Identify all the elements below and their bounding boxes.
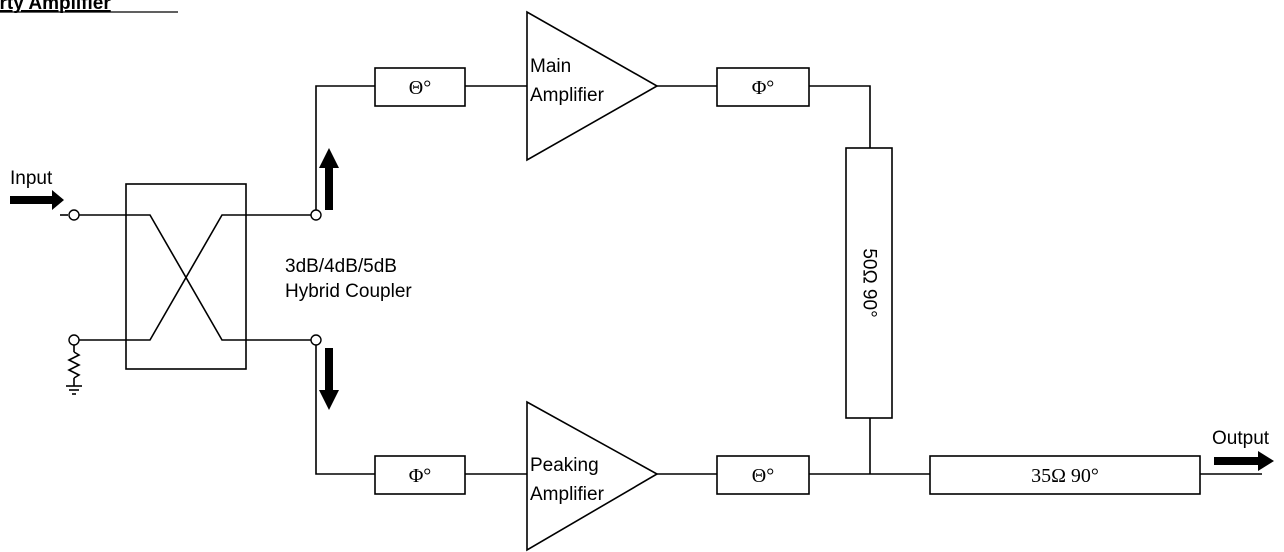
- output-arrow-icon: [1214, 451, 1274, 471]
- input-arrow-icon: [10, 190, 64, 210]
- input-port-terminal: [68, 209, 80, 221]
- coupler-output-bottom-terminal: [310, 334, 322, 346]
- up-arrow-icon: [319, 148, 339, 210]
- coupler-label-line1: 3dB/4dB/5dB: [285, 256, 397, 277]
- top-branch-wire: [315, 85, 375, 210]
- theta-block-top: [374, 67, 466, 107]
- main-amplifier-triangle: [526, 10, 659, 162]
- diagram-title: Doherty Amplifier: [0, 0, 111, 14]
- coupler-label-line2: Hybrid Coupler: [285, 281, 412, 302]
- wire-to-impedance-line: [809, 85, 871, 148]
- isolated-port-terminal: [68, 334, 80, 346]
- phi-block-bottom-label: Φ°: [409, 465, 432, 487]
- coupler-cross-line-b: [126, 214, 246, 341]
- theta-block-top-label: Θ°: [409, 77, 431, 99]
- peaking-amplifier-label-1: Peaking: [530, 455, 599, 476]
- main-amplifier-label-2: Amplifier: [530, 85, 605, 106]
- tline-35ohm-box: [929, 455, 1201, 495]
- tline-35ohm-label: 35Ω 90°: [1031, 465, 1099, 487]
- theta-block-bottom: [716, 455, 810, 495]
- down-arrow-icon: [319, 348, 339, 410]
- phi-block-bottom: [374, 455, 466, 495]
- theta-block-bottom-label: Θ°: [752, 465, 774, 487]
- peaking-amplifier-label-2: Amplifier: [530, 484, 605, 505]
- tline-50ohm-box: [845, 147, 893, 419]
- coupler-output-top-terminal: [310, 209, 322, 221]
- output-label: Output: [1212, 428, 1270, 449]
- main-amplifier-label-1: Main: [530, 56, 571, 77]
- bottom-branch-wire: [315, 345, 375, 475]
- peaking-amplifier-triangle: [526, 400, 659, 552]
- tline-50ohm-label: 50Ω 90°: [859, 248, 880, 317]
- termination-resistor-icon: [67, 351, 81, 379]
- input-label: Input: [10, 168, 53, 189]
- phi-block-top-label: Φ°: [752, 77, 775, 99]
- phi-block-top: [716, 67, 810, 107]
